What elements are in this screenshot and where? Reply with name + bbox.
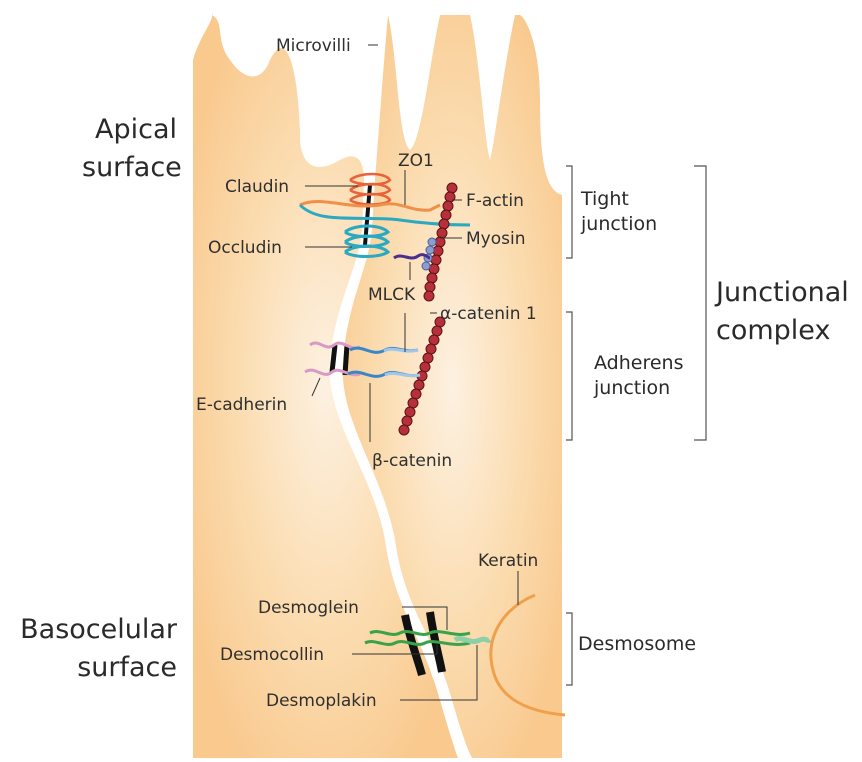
junctional-line-1: Junctional xyxy=(716,274,849,312)
desmosome-label: Desmosome xyxy=(578,632,696,657)
junctional-line-2: complex xyxy=(716,312,849,350)
occludin-label: Occludin xyxy=(208,238,282,258)
tight-junction-label: Tight junction xyxy=(581,187,657,237)
apical-line-1: Apical xyxy=(82,111,177,149)
beta-catenin-label: β-catenin xyxy=(372,451,452,471)
myosin-label: Myosin xyxy=(466,229,525,249)
f-actin-label: F-actin xyxy=(466,191,524,211)
adherens-line-2: junction xyxy=(594,376,683,401)
e-cadherin-label: E-cadherin xyxy=(196,395,287,415)
claudin-label: Claudin xyxy=(225,177,289,197)
microvilli-label: Microvilli xyxy=(276,36,351,56)
apical-line-2: surface xyxy=(82,149,177,187)
mlck-label: MLCK xyxy=(368,285,416,305)
tight-line-2: junction xyxy=(581,212,657,237)
adherens-junction-label: Adherens junction xyxy=(594,351,683,401)
keratin-label: Keratin xyxy=(478,551,538,571)
basocellular-line-2: surface xyxy=(12,649,177,687)
basocellular-line-1: Basocelular xyxy=(12,611,177,649)
desmocollin-label: Desmocollin xyxy=(220,645,324,665)
adherens-line-1: Adherens xyxy=(594,351,683,376)
apical-surface-label: Apical surface xyxy=(82,111,177,187)
desmoplakin-label: Desmoplakin xyxy=(266,691,377,711)
alpha-catenin-label: α-catenin 1 xyxy=(440,304,537,324)
desmoglein-label: Desmoglein xyxy=(258,598,359,618)
basocellular-surface-label: Basocelular surface xyxy=(12,611,177,687)
junctional-complex-label: Junctional complex xyxy=(716,274,849,350)
zo1-label: ZO1 xyxy=(398,151,434,171)
tight-line-1: Tight xyxy=(581,187,657,212)
brackets xyxy=(566,166,706,685)
